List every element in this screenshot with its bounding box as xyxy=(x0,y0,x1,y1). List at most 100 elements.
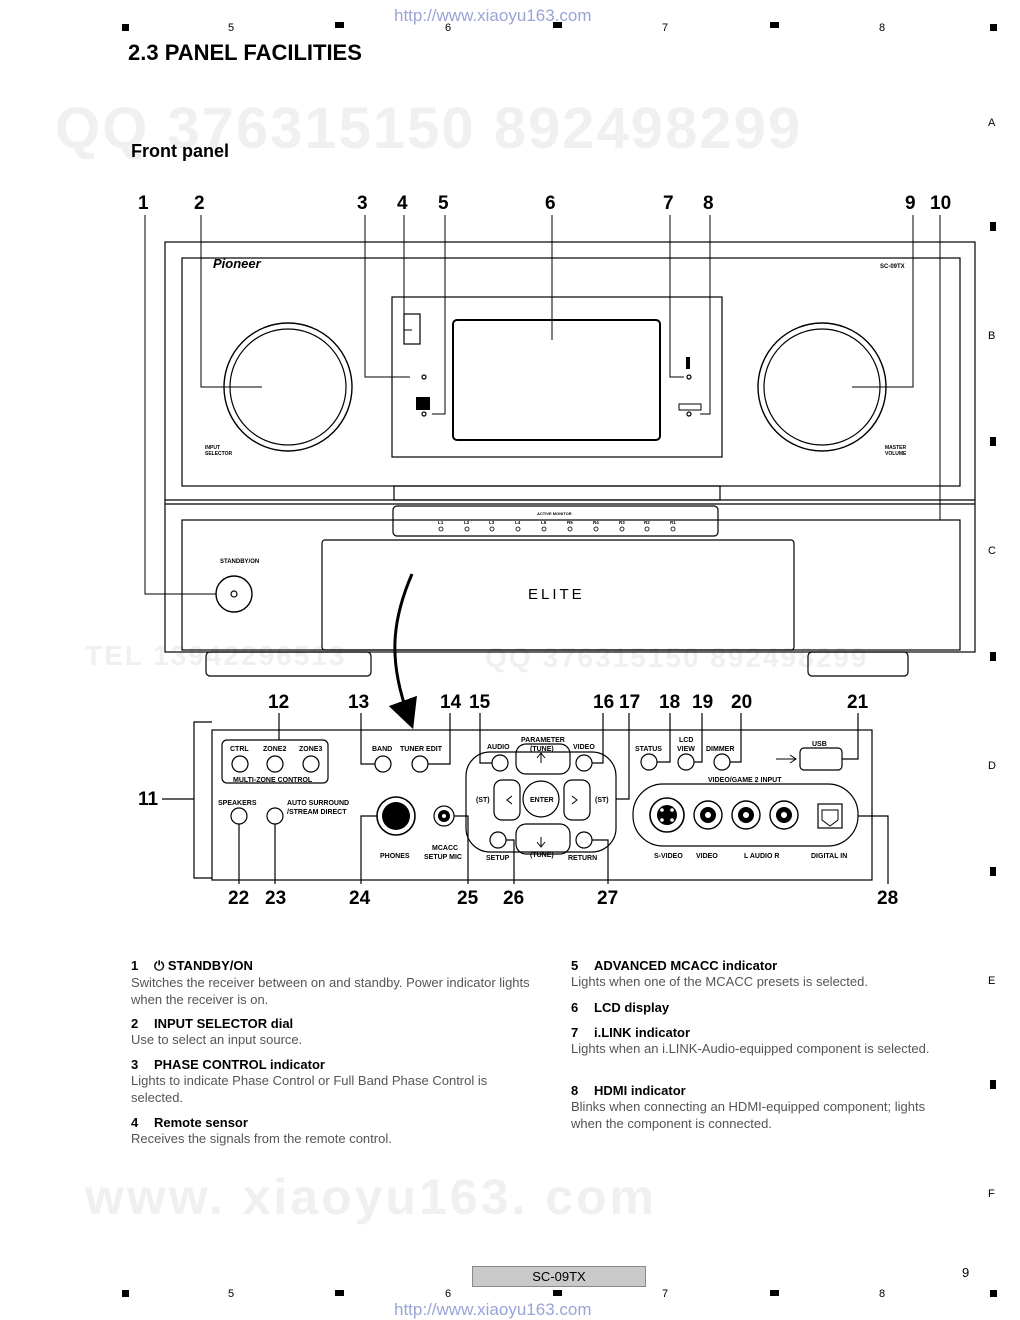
setup-button xyxy=(489,831,507,849)
svg-text:TUNER EDIT: TUNER EDIT xyxy=(400,746,443,753)
callout-15: 15 xyxy=(469,692,491,713)
row-letter: E xyxy=(988,975,996,987)
callout-12: 12 xyxy=(268,692,289,713)
register-mark xyxy=(770,1290,779,1296)
callout-10: 10 xyxy=(930,193,951,214)
column-number: 5 xyxy=(228,22,235,34)
ctrl-button xyxy=(231,755,249,773)
column-number: 8 xyxy=(879,1288,886,1300)
column-number: 7 xyxy=(662,1288,669,1300)
callout-7: 7 xyxy=(663,193,674,214)
svg-text:LCD: LCD xyxy=(679,737,693,744)
register-mark xyxy=(990,437,996,446)
watermark-qq-mid: QQ 376315150 892498299 xyxy=(485,642,869,673)
page-number: 9 xyxy=(962,1265,970,1280)
svg-text:L5: L5 xyxy=(541,520,547,525)
dimmer-button xyxy=(713,753,731,771)
register-mark xyxy=(990,1080,996,1089)
svg-text:CTRL: CTRL xyxy=(230,746,249,753)
return-button xyxy=(575,831,593,849)
svg-text:L4: L4 xyxy=(515,520,521,525)
monitor-channels: L1 L2 L3 L4 L5 R5 R4 R3 R2 R1 xyxy=(438,520,676,525)
band-button xyxy=(374,755,392,773)
right-st-button xyxy=(563,779,591,821)
lcd-view-button xyxy=(677,753,695,771)
callout-20: 20 xyxy=(731,692,752,713)
svg-text:INPUT: INPUT xyxy=(205,445,220,451)
svg-text:R5: R5 xyxy=(567,520,573,525)
callout-5: 5 xyxy=(438,193,449,214)
footer-url-link[interactable]: http://www.xiaoyu163.com xyxy=(394,1300,592,1319)
callout-27: 27 xyxy=(597,888,618,909)
callout-9: 9 xyxy=(905,193,916,214)
row-letter: C xyxy=(988,545,996,557)
register-mark xyxy=(770,22,779,28)
callout-1: 1 xyxy=(138,193,149,214)
svg-text:L1: L1 xyxy=(438,520,444,525)
watermark-url: www. xiaoyu163. com xyxy=(85,1169,658,1225)
callout-13: 13 xyxy=(348,692,369,713)
svg-text:DIMMER: DIMMER xyxy=(706,746,734,753)
speakers-button xyxy=(230,807,248,825)
callout-14: 14 xyxy=(440,692,462,713)
front-panel-diagram: 1 2 3 4 5 6 7 8 9 10 xyxy=(138,193,976,909)
svg-text:VIDEO: VIDEO xyxy=(696,853,718,860)
up-tune-button xyxy=(515,743,571,775)
power-icon: ⏻ xyxy=(154,958,168,973)
svg-text:R4: R4 xyxy=(593,520,599,525)
svg-text:(ST): (ST) xyxy=(476,797,490,804)
section-heading: Front panel xyxy=(131,141,229,161)
row-letter: F xyxy=(988,1188,995,1200)
upper-panel xyxy=(181,257,961,487)
standby-button xyxy=(215,575,253,613)
register-mark xyxy=(990,1290,997,1297)
callout-21: 21 xyxy=(847,692,869,713)
zone3-button xyxy=(302,755,320,773)
status-button xyxy=(640,753,658,771)
usb-port xyxy=(799,747,843,771)
register-mark xyxy=(990,867,996,876)
zone2-button xyxy=(266,755,284,773)
callout-23: 23 xyxy=(265,888,286,909)
lcd-display xyxy=(452,319,661,441)
video-button xyxy=(575,754,593,772)
callout-19: 19 xyxy=(692,692,713,713)
callout-26: 26 xyxy=(503,888,524,909)
usb-icon xyxy=(776,754,797,764)
page-title: 2.3 PANEL FACILITIES xyxy=(128,40,362,65)
svg-text:R2: R2 xyxy=(644,520,650,525)
receiver-body xyxy=(164,241,976,653)
model-badge: SC-09TX xyxy=(880,264,905,270)
svg-text:PARAMETER: PARAMETER xyxy=(521,737,565,744)
column-number: 8 xyxy=(879,22,886,34)
callout-25: 25 xyxy=(457,888,479,909)
register-mark xyxy=(990,652,996,661)
s-video-jack xyxy=(649,797,685,833)
svg-text:L3: L3 xyxy=(489,520,495,525)
svg-text:(TUNE): (TUNE) xyxy=(530,746,554,753)
callout-16: 16 xyxy=(593,692,614,713)
svg-text:ENTER: ENTER xyxy=(530,797,554,804)
callout-17: 17 xyxy=(619,692,640,713)
svg-text:USB: USB xyxy=(812,741,827,748)
column-number: 6 xyxy=(445,22,452,34)
audio-r-jack xyxy=(769,800,799,830)
svg-text:SPEAKERS: SPEAKERS xyxy=(218,800,257,807)
svg-text:SETUP MIC: SETUP MIC xyxy=(424,854,462,861)
svg-text:VIEW: VIEW xyxy=(677,746,695,753)
digital-in-jack xyxy=(817,803,843,829)
svg-text:VOLUME: VOLUME xyxy=(885,451,907,457)
callout-4: 4 xyxy=(397,193,408,214)
svg-text:L AUDIO R: L AUDIO R xyxy=(744,853,779,860)
header-url-link[interactable]: http://www.xiaoyu163.com xyxy=(394,6,592,25)
register-mark xyxy=(122,1290,129,1297)
svg-text:DIGITAL IN: DIGITAL IN xyxy=(811,853,847,860)
svg-text:SELECTOR: SELECTOR xyxy=(205,451,233,457)
register-mark xyxy=(335,1290,344,1296)
register-mark xyxy=(553,22,562,28)
video-jack xyxy=(693,800,723,830)
svg-text:R1: R1 xyxy=(670,520,676,525)
